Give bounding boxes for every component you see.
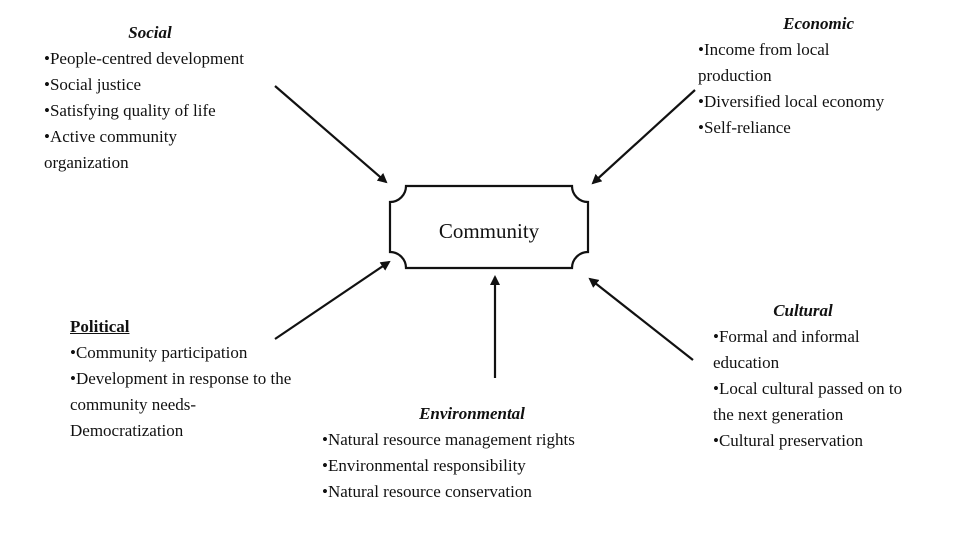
political-item: Development in response to the community… (70, 366, 292, 444)
social-item: Satisfying quality of life (44, 98, 274, 124)
environmental-block: Environmental Natural resource managemen… (322, 401, 642, 505)
environmental-heading: Environmental (419, 404, 525, 423)
social-heading: Social (128, 23, 172, 42)
community-label: Community (438, 218, 540, 243)
economic-item: Self-reliance (698, 115, 938, 141)
economic-heading: Economic (783, 14, 854, 33)
cultural-item: Local cultural passed on to the next gen… (713, 376, 923, 428)
political-block: Political Community participation Develo… (70, 314, 305, 444)
environmental-item: Environmental responsibility (322, 453, 642, 479)
environmental-item: Natural resource management rights (322, 427, 642, 453)
arrow-economic (591, 89, 696, 185)
arrow-political (274, 260, 391, 340)
cultural-item: Formal and informal education (713, 324, 903, 376)
cultural-heading: Cultural (773, 301, 833, 320)
social-item: Social justice (44, 72, 274, 98)
economic-item: Diversified local economy (698, 89, 938, 115)
environmental-item: Natural resource conservation (322, 479, 642, 505)
social-block: Social People-centred development Social… (44, 20, 274, 176)
economic-item: Income from local production (698, 37, 883, 89)
arrow-cultural (588, 277, 694, 361)
cultural-item: Cultural preservation (713, 428, 943, 454)
political-heading: Political (70, 317, 130, 336)
cultural-block: Cultural Formal and informal education L… (713, 298, 943, 454)
political-item: Community participation (70, 340, 305, 366)
social-item: Active community organization (44, 124, 224, 176)
economic-block: Economic Income from local production Di… (698, 11, 938, 141)
arrow-social (274, 85, 388, 184)
community-box (388, 184, 590, 270)
social-item: People-centred development (44, 46, 274, 72)
